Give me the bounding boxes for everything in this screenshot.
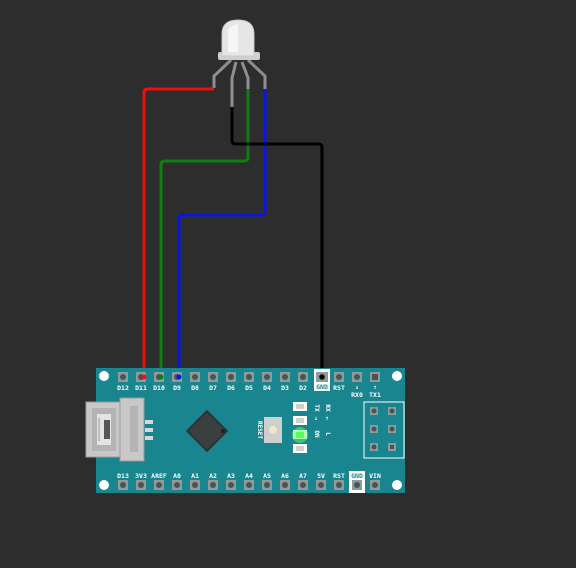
pin-label: A4 [245,472,253,480]
pin-D8[interactable] [190,372,200,382]
mount-hole [392,371,402,381]
pin-label-gnd: GND [351,472,363,480]
pin-3V3[interactable] [136,480,146,490]
pin-D6[interactable] [226,372,236,382]
pin-label: A0 [173,472,181,480]
pin-label: RST [333,384,345,392]
pin-A5[interactable] [262,480,272,490]
pin-D4[interactable] [262,372,272,382]
pin-A2[interactable] [208,480,218,490]
mount-hole [99,480,109,490]
led-leg-green [240,61,250,90]
led-leg-blue [246,58,267,90]
mount-hole [392,480,402,490]
arrow-up-icon: ↑ [373,384,377,391]
pin-label: D7 [209,384,217,392]
black-wire[interactable] [230,107,324,378]
wire-end-blue [176,374,182,380]
pin-label: RST [333,472,345,480]
pin-VIN[interactable] [370,480,380,490]
wire-end-red [141,374,147,380]
pin-label: A1 [191,472,199,480]
led-label-l: L [324,432,331,436]
pin-label: D2 [299,384,307,392]
pin-AREF[interactable] [154,480,164,490]
led-labels: TX RX ON L ↓ ↑ [313,404,331,438]
pin-A6[interactable] [280,480,290,490]
pin-RST-bottom[interactable] [334,480,344,490]
arduino-nano-board[interactable]: D12 D11 D10 D9 D8 D7 D6 D5 D4 D3 D2 GND … [85,368,405,493]
arrow-down-icon: ↑ [325,415,329,422]
led-label-on: ON [313,430,320,438]
blue-wire[interactable] [177,89,267,378]
pin-D7[interactable] [208,372,218,382]
pin-D13[interactable] [118,480,128,490]
arrow-down-icon: ↓ [355,384,359,391]
bottom-header [118,480,380,490]
led-label-rx: RX [324,404,331,412]
pin-label: D6 [227,384,235,392]
pin-D3[interactable] [280,372,290,382]
pin-A3[interactable] [226,480,236,490]
rgb-led[interactable] [212,19,267,108]
red-wire[interactable] [142,87,214,378]
pin-label: A7 [299,472,307,480]
top-pin-labels: D12 D11 D10 D9 D8 D7 D6 D5 D4 D3 D2 GND … [117,383,381,399]
pin-label: A5 [263,472,271,480]
pin-label: A6 [281,472,289,480]
wire-end-black [319,374,325,380]
pin-A1[interactable] [190,480,200,490]
rx-label: RX0 [351,391,363,399]
pin-label: 5V [317,472,325,480]
status-leds [292,402,308,453]
pin-A4[interactable] [244,480,254,490]
pin-D5[interactable] [244,372,254,382]
pin-GND-bottom[interactable] [352,480,362,490]
pin-RST-top[interactable] [334,372,344,382]
led-leg-common [230,61,238,108]
pin-label: D4 [263,384,271,392]
pin-label: D3 [281,384,289,392]
green-wire[interactable] [159,89,250,378]
pin-label: 3V3 [135,472,147,480]
wire-end-green [158,374,164,380]
pin-label: A3 [227,472,235,480]
pin-D2[interactable] [298,372,308,382]
mcu-chip [185,409,229,453]
pin-A7[interactable] [298,480,308,490]
pin-label: VIN [369,472,381,480]
pin-label: D9 [173,384,181,392]
pin-label: D8 [191,384,199,392]
usb-connector[interactable] [85,397,153,462]
pin-label: D10 [153,384,165,392]
pin-5V[interactable] [316,480,326,490]
pin-D12[interactable] [118,372,128,382]
pin-TX1[interactable] [370,372,380,382]
led-leg-red [212,58,233,88]
pin-label: D13 [117,472,129,480]
icsp-header[interactable] [363,401,405,459]
pin-label: A2 [209,472,217,480]
led-highlight [228,24,238,52]
pin-label: D12 [117,384,129,392]
mount-hole [99,371,109,381]
tx-label: TX1 [369,391,381,399]
pin-label: AREF [151,472,167,480]
pin-label: D11 [135,384,147,392]
led-label-tx: TX [313,404,320,412]
arrow-up-icon: ↓ [314,415,318,422]
pin-RX0[interactable] [352,372,362,382]
pin-A0[interactable] [172,480,182,490]
pin-label-gnd: GND [316,383,328,391]
reset-label: RESET [256,421,263,439]
reset-button[interactable] [264,417,282,443]
pin-label: D5 [245,384,253,392]
